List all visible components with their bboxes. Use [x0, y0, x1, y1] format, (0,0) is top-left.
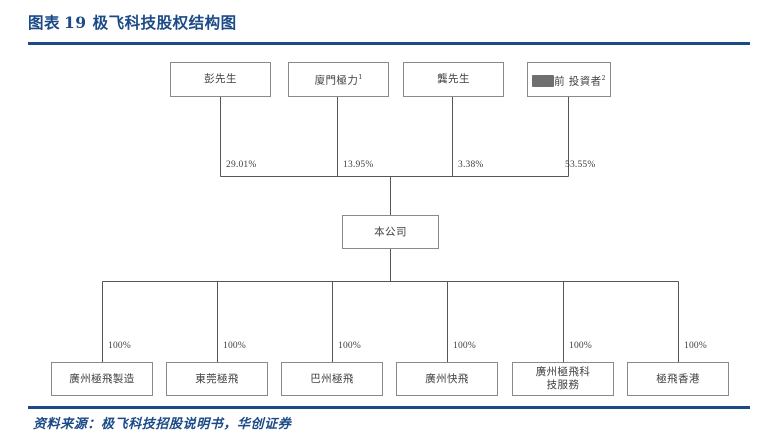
redacted-text: 編纂: [532, 75, 555, 88]
node-subsidiary-4[interactable]: 廣州快飛: [396, 362, 498, 396]
footer-divider: [28, 406, 750, 409]
node-company-root[interactable]: 本公司: [342, 215, 439, 249]
node-subsidiary-3[interactable]: 巴州極飛: [281, 362, 383, 396]
node-label: 廣州極飛製造: [69, 372, 135, 385]
stake-label-sub3: 100%: [338, 341, 361, 351]
node-shareholder-3[interactable]: 龔先生: [403, 62, 504, 97]
stake-label-sh2: 13.95%: [343, 160, 374, 170]
figure-title-text: 极飞科技股权结构图: [92, 13, 237, 32]
node-shareholder-2[interactable]: 廈門極力1: [288, 62, 389, 97]
node-label: 廣州快飛: [425, 372, 469, 385]
stake-label-sh3: 3.38%: [458, 160, 484, 170]
stake-label-sub4: 100%: [453, 341, 476, 351]
figure-number: 19: [64, 13, 87, 32]
node-label: 廈門極力1: [314, 73, 363, 87]
source-note: 资料来源：极飞科技招股说明书，华创证券: [33, 416, 292, 431]
header-divider: [28, 42, 750, 45]
node-label: 本公司: [374, 225, 407, 238]
node-label: 東莞極飛: [195, 372, 239, 385]
node-label: 編纂前 投資者2: [532, 73, 606, 88]
node-subsidiary-6[interactable]: 極飛香港: [627, 362, 729, 396]
node-shareholder-1[interactable]: 彭先生: [170, 62, 271, 97]
footnote-marker: 2: [601, 73, 606, 82]
stake-label-sub6: 100%: [684, 341, 707, 351]
footnote-marker: 1: [358, 73, 363, 82]
figure-label: 图表: [28, 13, 61, 32]
node-subsidiary-2[interactable]: 東莞極飛: [166, 362, 268, 396]
stake-label-sub5: 100%: [569, 341, 592, 351]
node-label: 廣州極飛科 技服務: [535, 366, 591, 391]
node-label: 巴州極飛: [310, 372, 354, 385]
node-label: 龔先生: [437, 73, 470, 85]
node-label: 彭先生: [204, 73, 237, 85]
stake-label-sh1: 29.01%: [226, 160, 257, 170]
node-subsidiary-5[interactable]: 廣州極飛科 技服務: [512, 362, 614, 396]
stake-label-sub1: 100%: [108, 341, 131, 351]
stake-label-sh4: 53.55%: [565, 160, 596, 170]
node-subsidiary-1[interactable]: 廣州極飛製造: [51, 362, 153, 396]
node-shareholder-4[interactable]: 編纂前 投資者2: [527, 62, 611, 97]
node-label: 極飛香港: [656, 372, 700, 385]
stake-label-sub2: 100%: [223, 341, 246, 351]
